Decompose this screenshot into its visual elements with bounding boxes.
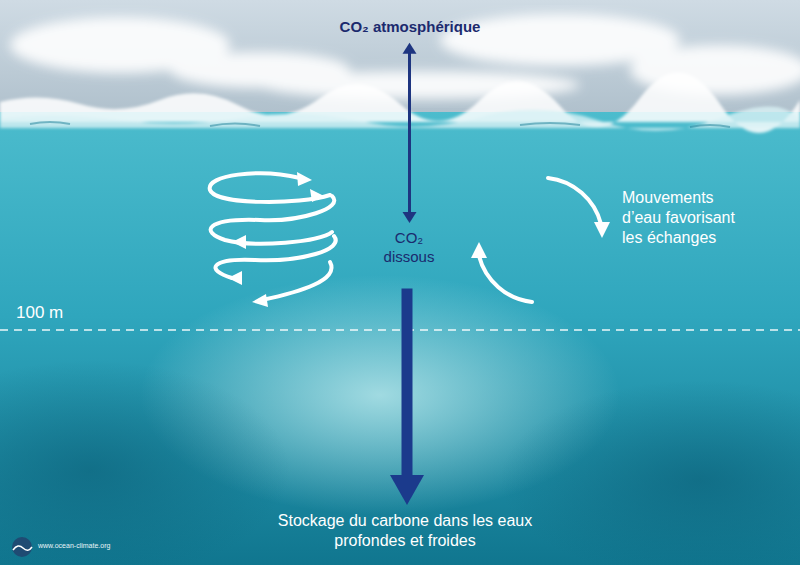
storage-arrow [390, 289, 424, 506]
exchange-arrow [403, 43, 417, 223]
carbon-storage-label: Stockage du carbone dans les eaux profon… [274, 511, 537, 551]
water-movement-note: Mouvements d’eau favorisant les échanges [622, 188, 750, 248]
node-text: CO₂ dissous [380, 229, 439, 267]
depth-label: 100 m [16, 303, 96, 323]
node-text: Stockage du carbone dans les eaux profon… [274, 511, 537, 551]
co2-dissolved-label: CO₂ dissous [380, 229, 439, 267]
watermark: www.ocean-climate.org [38, 542, 198, 550]
logo-icon [12, 537, 32, 557]
co2-air-label: CO₂ atmosphérique [336, 18, 485, 37]
node-text: CO₂ atmosphérique [336, 18, 485, 37]
